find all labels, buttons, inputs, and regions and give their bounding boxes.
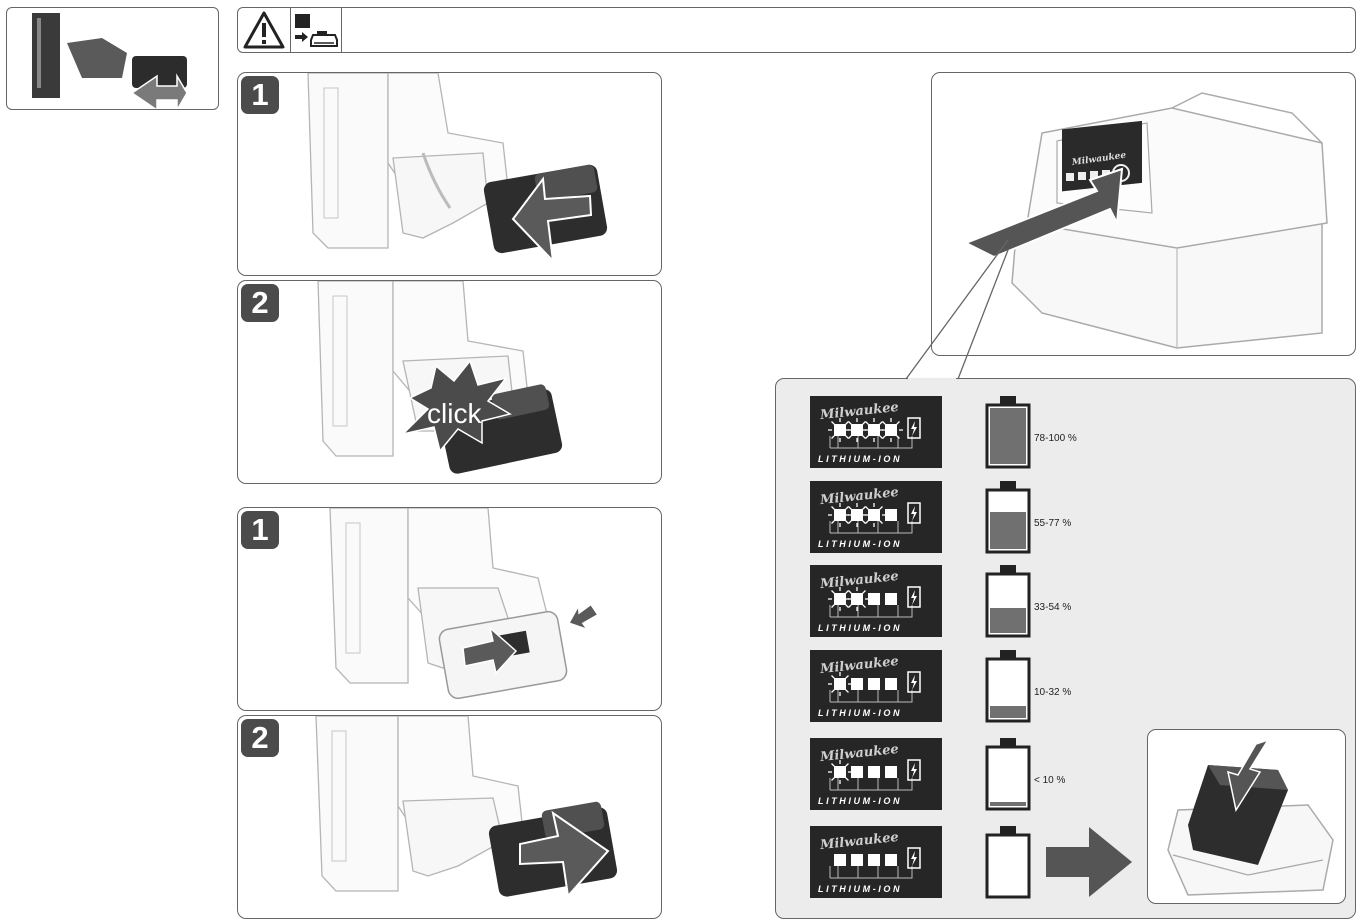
battery-charge-fill [990,512,1026,549]
remove-step-1-panel: 1 [237,507,662,711]
insert-step-1-illustration [307,73,608,264]
led-unlit [868,854,880,866]
led-unlit [851,854,863,866]
thumbnail-battery-insert-illustration [32,13,188,109]
step-number-badge: 1 [241,511,279,549]
insert-step-2-panel: click 2 [237,280,662,484]
header-bar [237,7,1356,53]
remove-step-2-illustration [315,716,618,899]
led-lit [828,503,852,527]
gauge-type-text: LITHIUM-ION [818,708,902,718]
battery-level-icon [985,565,1031,638]
led-unlit [885,854,897,866]
battery-level-icon [985,396,1031,469]
lightning-icon [907,502,921,524]
led-unlit [851,766,863,778]
led-unlit [885,509,897,521]
thumbnail-panel [6,7,219,110]
charge-arrow [1046,827,1132,897]
led-unlit [885,766,897,778]
gauge-type-text: LITHIUM-ION [818,884,902,894]
warning-triangle-icon [238,8,291,52]
battery-fuel-gauge-illustration: Milwaukee [963,92,1328,349]
battery-charge-fill [990,802,1026,806]
battery-level-icon [985,826,1031,899]
battery-charge-fill [990,706,1026,718]
remove-step-1-illustration [329,508,599,700]
led-unlit [851,678,863,690]
step-number-badge: 1 [241,76,279,114]
led-lit [828,760,852,784]
led-lit [862,503,886,527]
charger-panel [1147,729,1346,904]
insert-step-1-panel: 1 [237,72,662,276]
led-unlit [885,678,897,690]
battery-level-icon [985,650,1031,723]
lightning-icon [907,671,921,693]
charge-percentage-label: 78-100 % [1034,433,1077,444]
battery-charge-fill [990,608,1026,633]
fuel-gauge-battery-panel: Milwaukee [931,72,1356,356]
battery-charger-illustration [1167,738,1334,896]
charge-percentage-label: 55-77 % [1034,518,1072,529]
step-number-badge: 2 [241,284,279,322]
remove-step-2-panel: 2 [237,715,662,919]
charge-percentage-label: 33-54 % [1034,602,1072,613]
press-arrow [963,167,1124,259]
led-lit [879,418,903,442]
lightning-icon [907,417,921,439]
lightning-icon [907,847,921,869]
battery-insert-tool-icon [291,8,342,52]
battery-charge-fill [990,408,1026,464]
led-unlit [834,854,846,866]
led-lit [845,418,869,442]
led-lit [828,418,852,442]
led-unlit [885,593,897,605]
gauge-type-text: LITHIUM-ION [818,454,902,464]
charge-percentage-label: 10-32 % [1034,687,1072,698]
battery-level-icon [985,481,1031,554]
click-sound-label: click [427,398,482,429]
led-lit [845,587,869,611]
gauge-type-text: LITHIUM-ION [818,623,902,633]
led-unlit [868,678,880,690]
gauge-type-text: LITHIUM-ION [818,796,902,806]
led-lit [862,418,886,442]
led-unlit [868,593,880,605]
lightning-icon [907,586,921,608]
insert-step-2-illustration [317,281,563,474]
battery-level-icon [985,738,1031,811]
lightning-icon [907,759,921,781]
led-lit [828,672,852,696]
led-unlit [868,766,880,778]
step-number-badge: 2 [241,719,279,757]
charge-percentage-label: < 10 % [1034,775,1066,786]
gauge-type-text: LITHIUM-ION [818,539,902,549]
